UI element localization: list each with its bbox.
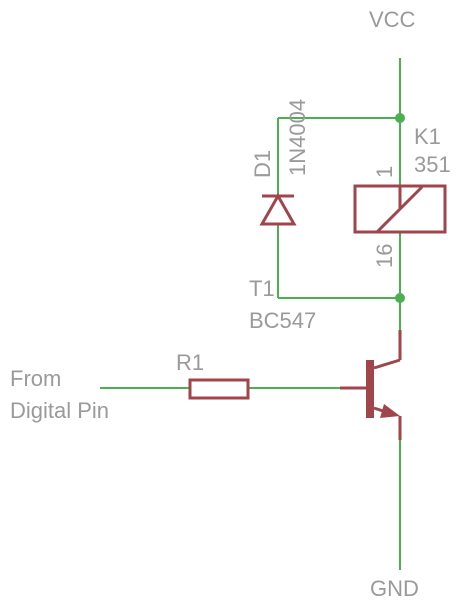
transistor-t1 [340, 330, 402, 440]
digital-pin-label: Digital Pin [10, 398, 109, 423]
relay-k1 [353, 184, 447, 234]
wires [100, 58, 401, 570]
diode-value-label: 1N4004 [285, 99, 310, 176]
diode-ref-label: D1 [250, 150, 275, 178]
gnd-label: GND [370, 576, 419, 601]
from-label: From [10, 366, 61, 391]
transistor-collector [373, 358, 401, 370]
transistor-emitter-arrow [380, 404, 400, 418]
relay-pin1-label: 1 [372, 166, 397, 178]
relay-coil-slash [375, 185, 424, 234]
diode-d1 [259, 192, 297, 226]
relay-value-label: 351 [414, 152, 451, 177]
transistor-value-label: BC547 [249, 308, 316, 333]
transistor-ref-label: T1 [249, 276, 275, 301]
transistor-base-bar [366, 360, 374, 418]
relay-pin16-label: 16 [372, 244, 397, 268]
resistor-ref-label: R1 [176, 350, 204, 375]
diode-triangle [259, 192, 297, 226]
resistor-r1 [188, 378, 250, 400]
junction-top [395, 113, 405, 123]
relay-ref-label: K1 [414, 124, 441, 149]
junction-bottom [395, 293, 405, 303]
vcc-label: VCC [369, 7, 416, 32]
relay-coil-box [353, 184, 447, 234]
